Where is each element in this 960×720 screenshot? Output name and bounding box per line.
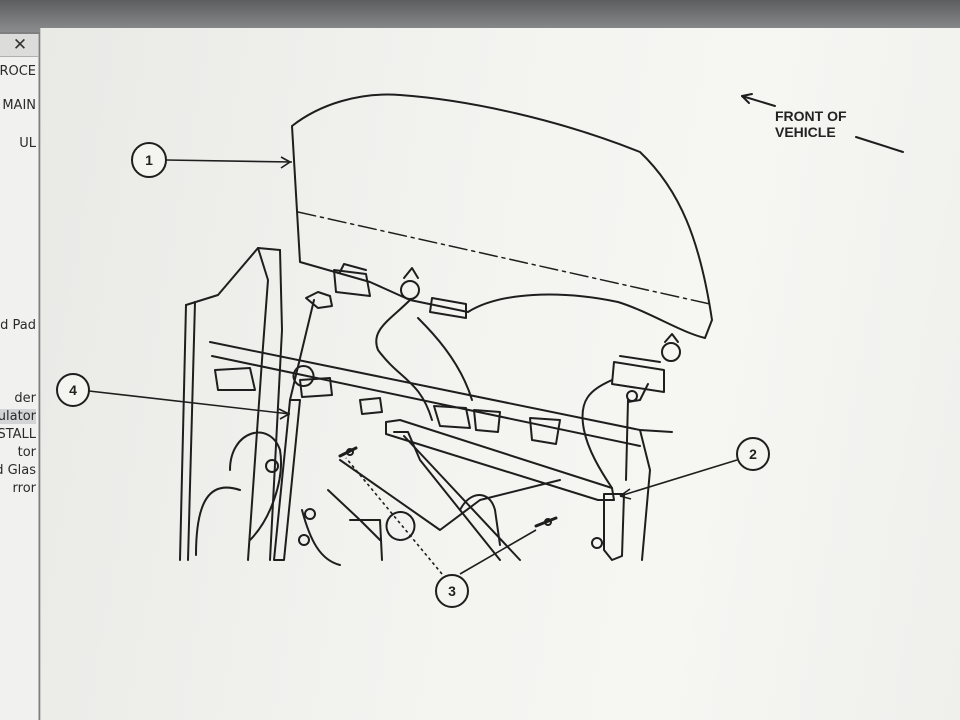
door-frame xyxy=(179,301,196,561)
tree-item-main[interactable]: MAIN xyxy=(2,98,36,113)
callout-4-circle xyxy=(56,373,90,407)
tree-item-regulator[interactable]: ulator xyxy=(0,409,36,424)
callout-3-label: 3 xyxy=(448,583,456,599)
glass-centerline xyxy=(297,211,711,305)
callout-3-circle xyxy=(435,574,469,608)
tree-item-pad[interactable]: d Pad xyxy=(0,318,36,333)
front-of-vehicle-line2: VEHICLE xyxy=(775,124,836,140)
tree-item-motor[interactable]: tor xyxy=(17,445,36,460)
close-icon[interactable]: ✕ xyxy=(12,35,28,55)
tree-item-glass[interactable]: d Glas xyxy=(0,463,36,478)
monitor-bezel xyxy=(0,0,960,32)
callout-1-circle xyxy=(131,142,167,178)
callout-4-label: 4 xyxy=(69,382,77,398)
callout-leaders xyxy=(88,156,738,575)
door-glass xyxy=(291,93,713,339)
sidebar-tab: ✕ xyxy=(0,34,38,57)
tree-item-holder[interactable]: der xyxy=(14,391,36,406)
front-leader-line xyxy=(855,136,904,153)
tree-item-ul[interactable]: UL xyxy=(19,136,36,151)
callout-1-label: 1 xyxy=(145,152,153,168)
tree-item-mirror[interactable]: rror xyxy=(12,481,36,496)
callout-2-label: 2 xyxy=(749,446,757,462)
navigation-sidebar: ✕ ROCE MAIN UL d Pad der ulator STALL to… xyxy=(0,34,39,720)
front-of-vehicle-line1: FRONT OF xyxy=(775,108,847,124)
callout-2-circle xyxy=(736,437,770,471)
regulator-rail xyxy=(385,419,615,501)
tree-item-procedure[interactable]: ROCE xyxy=(0,64,36,79)
front-arrow xyxy=(741,95,776,107)
tree-item-install[interactable]: STALL xyxy=(0,427,36,442)
